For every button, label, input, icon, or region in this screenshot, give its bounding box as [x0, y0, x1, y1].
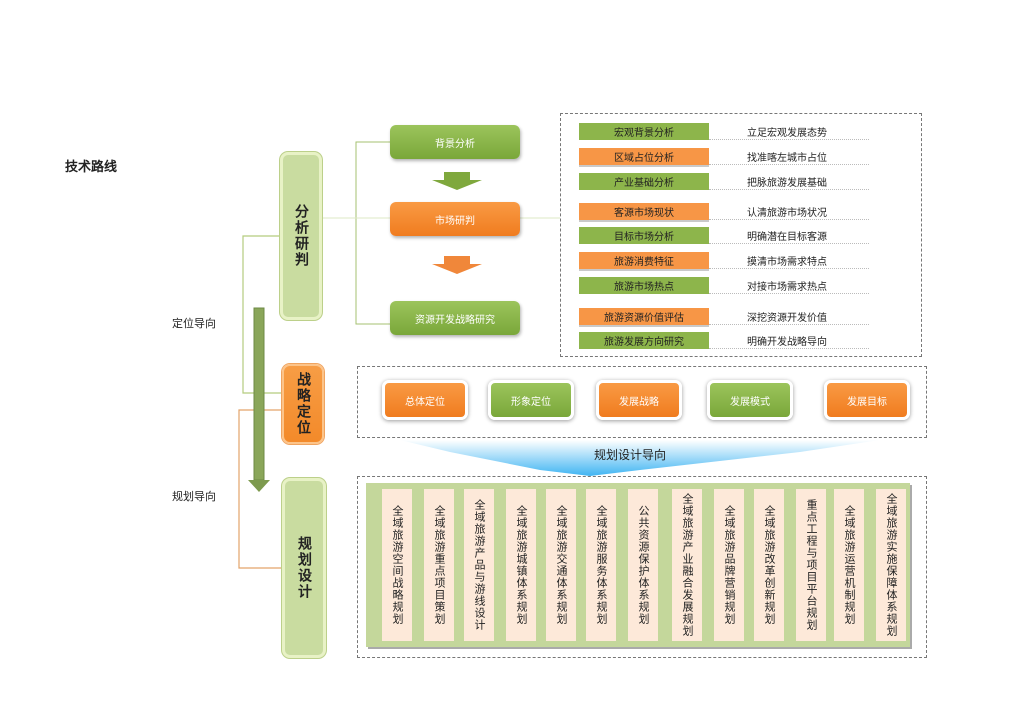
strategy-item: 发展模式: [707, 380, 793, 420]
stage-analysis: 分析研判: [280, 152, 322, 320]
design-item: 全域旅游运营机制规划: [834, 489, 864, 641]
analysis-tag: 宏观背景分析: [579, 123, 709, 140]
flow-market: 市场研判: [390, 202, 520, 236]
stage-design: 规划设计: [282, 478, 326, 658]
analysis-row: 目标市场分析明确潜在目标客源: [579, 227, 869, 244]
analysis-tag: 产业基础分析: [579, 173, 709, 190]
design-item: 全域旅游品牌营销规划: [714, 489, 744, 641]
design-guide-label: 规划设计导向: [594, 448, 667, 462]
flow-background: 背景分析: [390, 125, 520, 159]
design-item: 公共资源保护体系规划: [628, 489, 658, 641]
strategy-item: 发展战略: [596, 380, 682, 420]
analysis-desc: 把脉旅游发展基础: [709, 173, 869, 190]
design-item: 全域旅游服务体系规划: [586, 489, 616, 641]
design-item: 全域旅游重点项目策划: [424, 489, 454, 641]
analysis-desc: 找准喀左城市占位: [709, 148, 869, 165]
analysis-row: 客源市场现状认清旅游市场状况: [579, 203, 869, 220]
analysis-desc: 摸清市场需求特点: [709, 252, 869, 269]
analysis-tag: 区域占位分析: [579, 148, 709, 165]
analysis-tag: 旅游市场热点: [579, 277, 709, 294]
analysis-tag: 目标市场分析: [579, 227, 709, 244]
planning-label: 规划导向: [172, 490, 216, 503]
analysis-row: 产业基础分析把脉旅游发展基础: [579, 173, 869, 190]
analysis-row: 旅游发展方向研究明确开发战略导向: [579, 332, 869, 349]
positioning-label: 定位导向: [172, 317, 216, 330]
analysis-tag: 旅游消费特征: [579, 252, 709, 269]
analysis-desc: 明确潜在目标客源: [709, 227, 869, 244]
analysis-row: 旅游消费特征摸清市场需求特点: [579, 252, 869, 269]
design-item: 全域旅游实施保障体系规划: [876, 489, 906, 641]
strategy-item: 发展目标: [824, 380, 910, 420]
analysis-tag: 旅游发展方向研究: [579, 332, 709, 349]
design-item: 全域旅游空间战略规划: [382, 489, 412, 641]
analysis-row: 旅游市场热点对接市场需求热点: [579, 277, 869, 294]
analysis-tag: 旅游资源价值评估: [579, 308, 709, 325]
analysis-desc: 认清旅游市场状况: [709, 203, 869, 220]
design-item: 重点工程与项目平台规划: [796, 489, 826, 641]
design-item: 全域旅游城镇体系规划: [506, 489, 536, 641]
analysis-desc: 对接市场需求热点: [709, 277, 869, 294]
strategy-panel: 总体定位形象定位发展战略发展模式发展目标: [357, 366, 927, 438]
analysis-desc: 立足宏观发展态势: [709, 123, 869, 140]
analysis-desc: 明确开发战略导向: [709, 332, 869, 349]
design-item: 全域旅游改革创新规划: [754, 489, 784, 641]
design-item: 全域旅游产业融合发展规划: [672, 489, 702, 641]
flow-resource: 资源开发战略研究: [390, 301, 520, 335]
analysis-panel: 宏观背景分析立足宏观发展态势区域占位分析找准喀左城市占位产业基础分析把脉旅游发展…: [560, 113, 922, 357]
analysis-tag: 客源市场现状: [579, 203, 709, 220]
analysis-row: 区域占位分析找准喀左城市占位: [579, 148, 869, 165]
strategy-item: 总体定位: [382, 380, 468, 420]
analysis-desc: 深挖资源开发价值: [709, 308, 869, 325]
design-item: 全域旅游交通体系规划: [546, 489, 576, 641]
stage-strategy: 战略定位: [282, 364, 324, 444]
strategy-item: 形象定位: [488, 380, 574, 420]
analysis-row: 旅游资源价值评估深挖资源开发价值: [579, 308, 869, 325]
page-title: 技术路线: [65, 160, 118, 175]
design-item: 全域旅游产品与游线设计: [464, 489, 494, 641]
analysis-row: 宏观背景分析立足宏观发展态势: [579, 123, 869, 140]
design-panel: 全域旅游空间战略规划全域旅游重点项目策划全域旅游产品与游线设计全域旅游城镇体系规…: [357, 476, 927, 658]
